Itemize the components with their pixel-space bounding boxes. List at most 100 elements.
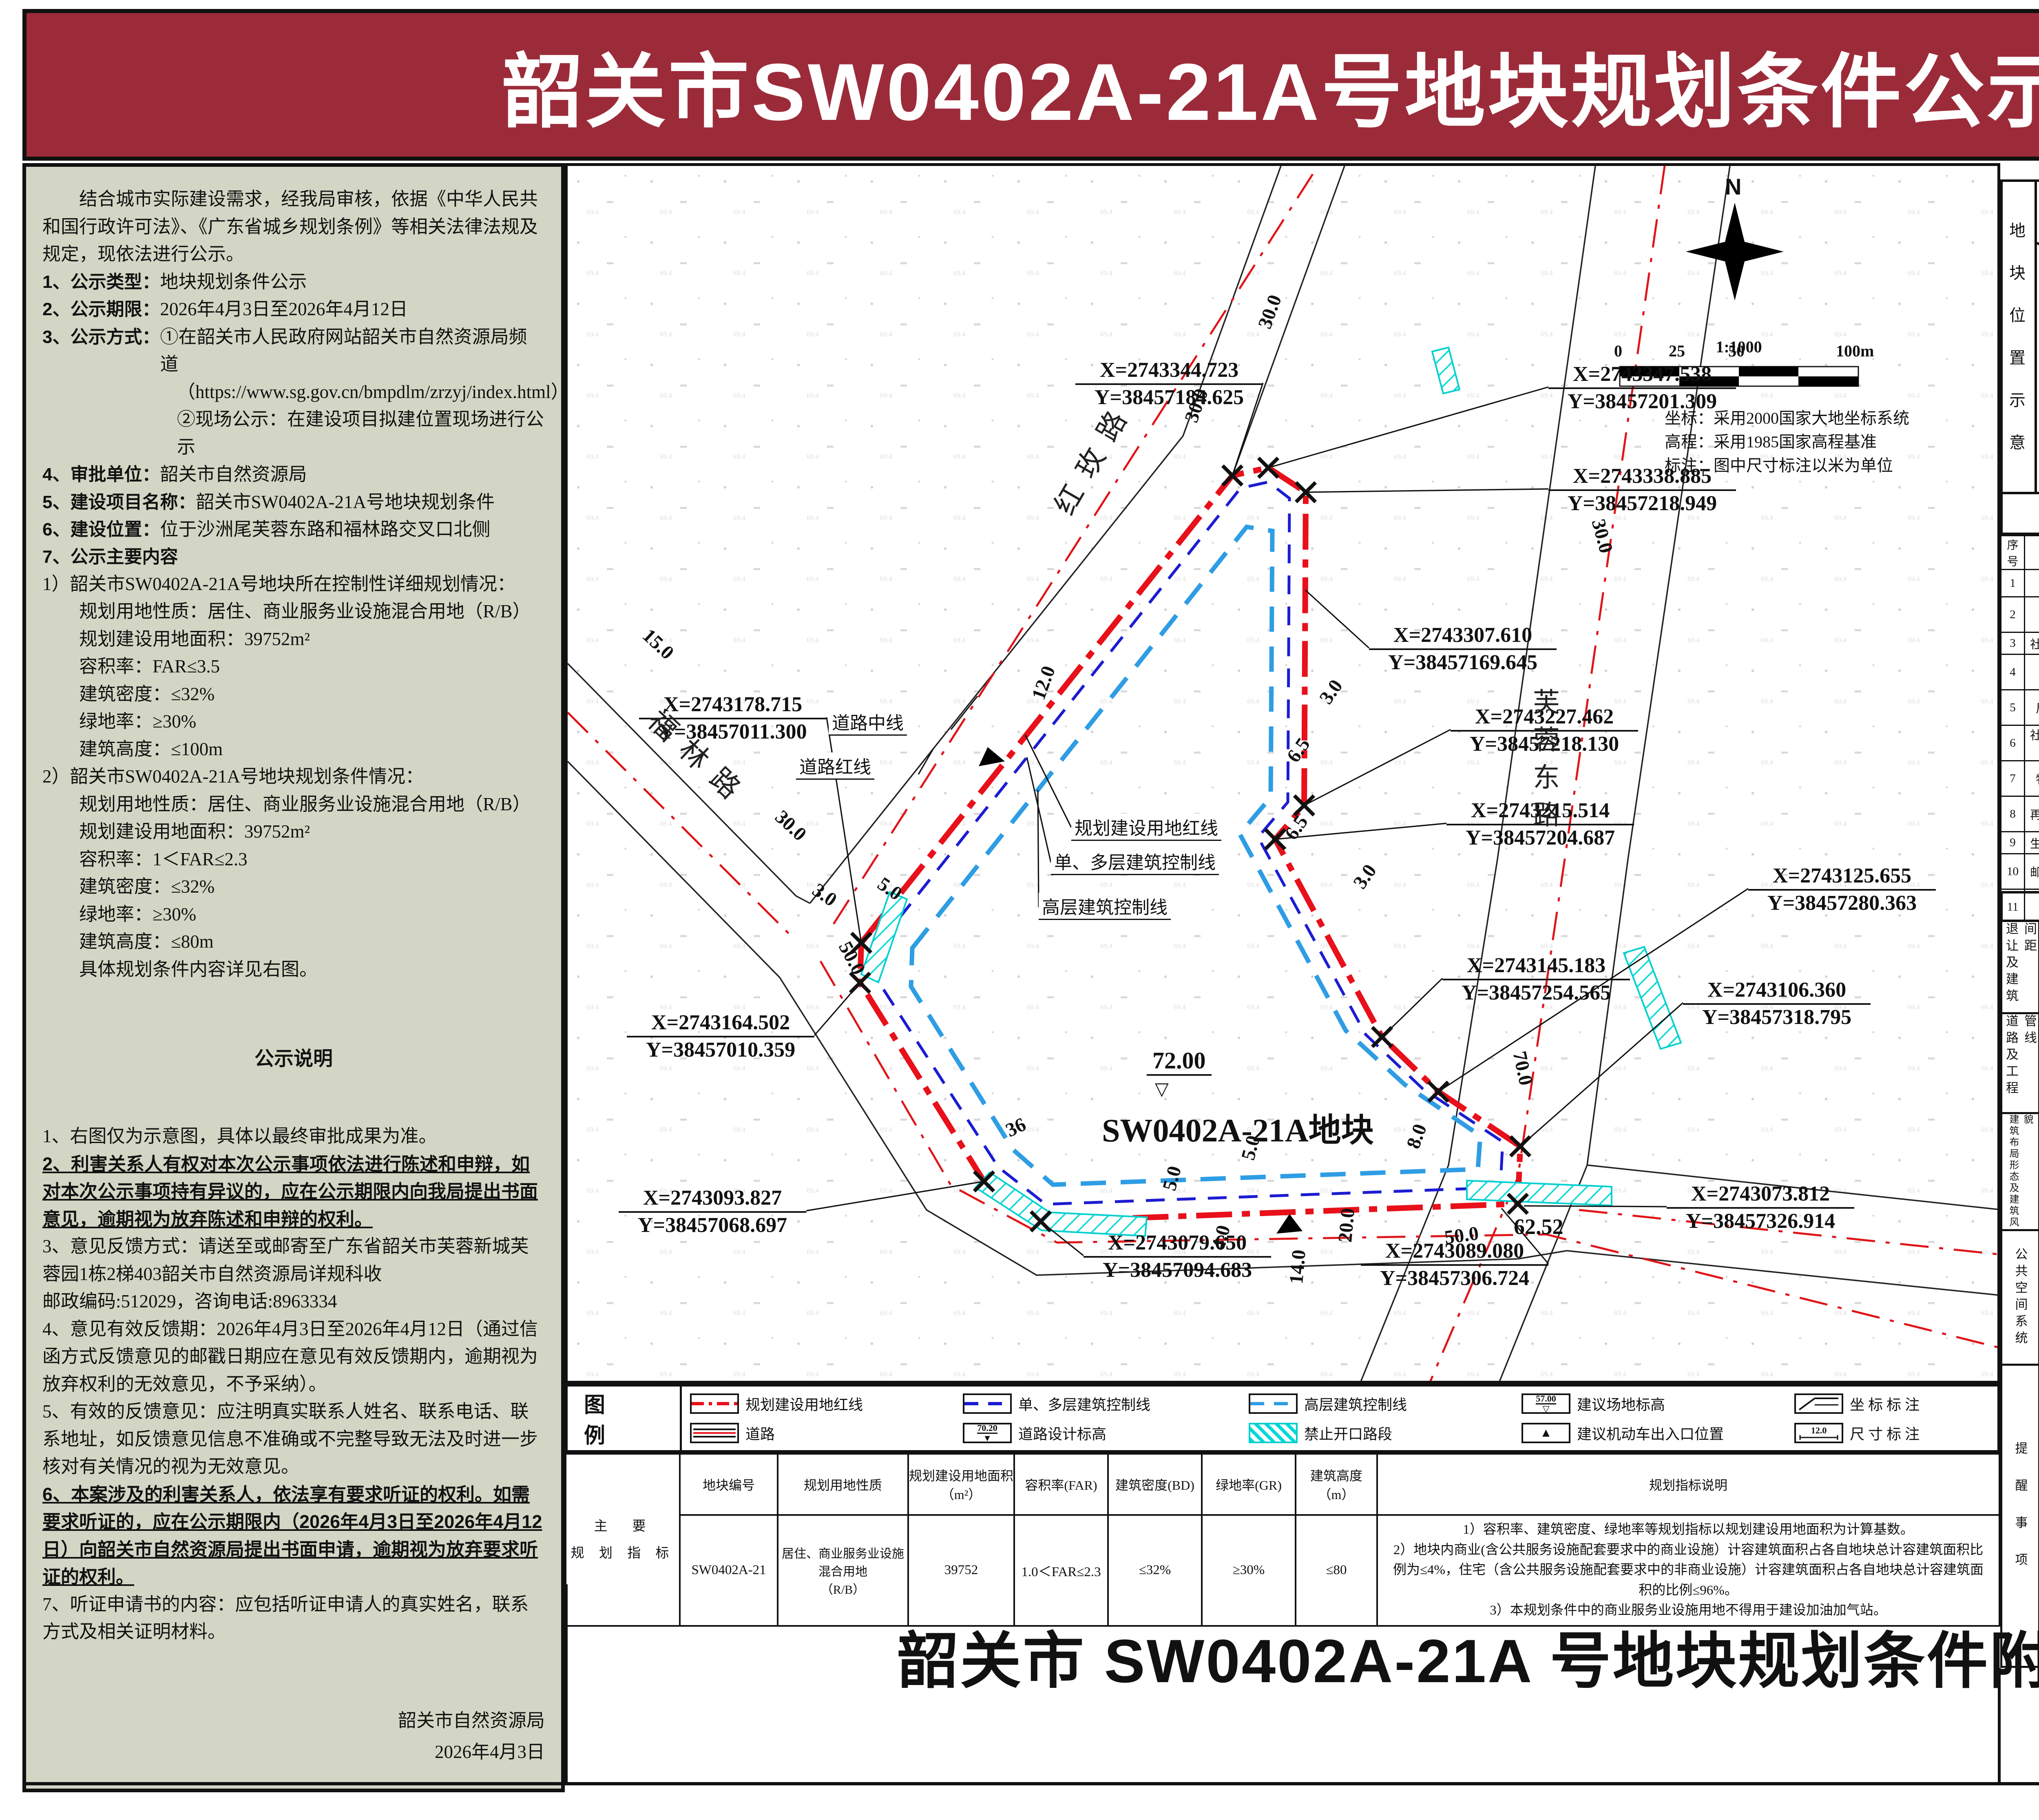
detail-block-2: 2）韶关市SW0402A-21A号地块规划条件情况： 规划用地性质：居住、商业服… bbox=[42, 766, 531, 980]
notice-item: 3、公示方式：①在韶关市人民政府网站韶关市自然资源局频道 bbox=[42, 326, 527, 375]
table-row: 3社区卫生服务站1处≥200 bbox=[2000, 632, 2039, 655]
note-6: 6、本案涉及的利害关系人，依法享有要求听证的权利。如需要求听证的，应在公示期限内… bbox=[42, 1484, 542, 1588]
intro-paragraph: 结合城市实际建设需求，经我局审核，依据《中华人民共和国行政许可法》、《广东省城乡… bbox=[42, 189, 538, 264]
table-row: SW0402A-21 居住、商业服务业设施 混合用地 （R/B） 39752 1… bbox=[566, 1514, 2000, 1627]
table-row: 2文化活动站见备注见备注 bbox=[2000, 596, 2039, 633]
control-row-public-space: 公共空间系统 1）应统筹庭院、街道、公园及小广场等公共空间，形成连续、完整的公共… bbox=[2000, 1231, 2039, 1366]
vehicle-entrance-icon bbox=[1276, 1214, 1303, 1234]
control-row-roads: 道路及工程管线 1）地块内部路网系统应与城市道路交通系统有机衔接，确保交通顺畅和… bbox=[2000, 1014, 2039, 1114]
control-title: 规 划 控 制 要 求 bbox=[2000, 891, 2039, 922]
height-limit: ≤80 bbox=[1295, 1514, 1378, 1627]
col-header: 规划指标说明 bbox=[1376, 1453, 2000, 1516]
dimension-swatch-icon: 12.0 bbox=[1794, 1423, 1844, 1443]
land-use: 居住、商业服务业设施 混合用地 （R/B） bbox=[777, 1514, 909, 1627]
blue-dash-swatch-icon bbox=[963, 1393, 1012, 1414]
parcel-label: SW0402A-21A地块 bbox=[1102, 1113, 1374, 1149]
col-header: 项 目 名 称 bbox=[2024, 535, 2039, 570]
legend-item: 规划建设用地红线 bbox=[690, 1393, 963, 1414]
site-plan-map: 69.4 bbox=[565, 163, 2000, 1384]
sketch-roads bbox=[2037, 242, 2039, 245]
ann-road-redline: 道路红线 bbox=[796, 752, 874, 780]
col-header: 建筑高度（m） bbox=[1295, 1453, 1378, 1516]
notice-item: 2、公示期限：2026年4月3日至2026年4月12日 bbox=[42, 299, 408, 319]
ann-lowrise-line: 单、多层建筑控制线 bbox=[1051, 848, 1219, 875]
notice-item: 6、建设位置：位于沙洲尾芙蓉东路和福林路交叉口北侧 bbox=[42, 519, 491, 540]
low-rise-control-line bbox=[877, 480, 1504, 1206]
bottom-frame-line bbox=[22, 1782, 2039, 1785]
vehicle-entrance-icon bbox=[979, 747, 1005, 766]
col-header: 容积率(FAR) bbox=[1013, 1453, 1109, 1516]
notice-item: 7、公示主要内容 bbox=[42, 546, 178, 567]
notice-item: 5、建设项目名称：韶关市SW0402A-21A号地块规划条件 bbox=[42, 491, 495, 512]
col-header: 地块编号 bbox=[679, 1453, 778, 1516]
attachment-title: 韶关市 SW0402A-21A 号地块规划条件附图 bbox=[897, 1627, 2039, 1695]
legend-item: 禁止开口路段 bbox=[1248, 1422, 1522, 1444]
facilities-title: 配 套 设 施 bbox=[2000, 494, 2039, 535]
legend-label: 图 例 bbox=[568, 1387, 682, 1450]
table-row: 4养老设施见备注见备注 bbox=[2000, 654, 2039, 690]
note-5: 5、有效的反馈意见：应注明真实联系人姓名、联系电话、联系地址，如反馈意见信息不准… bbox=[42, 1401, 538, 1477]
scale-tick-0: 0 bbox=[1614, 342, 1622, 360]
frame-vline bbox=[565, 1584, 568, 1784]
control-row-form: 建筑布局形态及建筑风貌 1）建筑布置应综合考虑日照、通风、采光和城市道路、地形地… bbox=[2000, 1114, 2039, 1231]
ann-highrise-line: 高层建筑控制线 bbox=[1039, 893, 1171, 920]
col-header: 规划用地性质 bbox=[777, 1453, 909, 1516]
legend: 图 例 规划建设用地红线 单、多层建筑控制线 高层建筑控制线 57.00▽ 建议… bbox=[565, 1384, 2000, 1453]
signature: 韶关市自然资源局 bbox=[398, 1710, 545, 1731]
notice-item: （https://www.sg.gov.cn/bmpdlm/zrzyj/inde… bbox=[177, 381, 565, 402]
site-elevation-swatch-icon: 57.00▽ bbox=[1522, 1393, 1571, 1414]
map-notes: 坐标：采用2000国家大地坐标系统 高程：采用1985国家高程基准 标注：图中尺… bbox=[1665, 409, 1909, 475]
elevation-triangle-icon: ▽ bbox=[1155, 1079, 1169, 1099]
note-2: 2、利害关系人有权对本次公示事项依法进行陈述和申辩，如对本次公示事项持有异议的，… bbox=[42, 1153, 538, 1230]
road-elevation-swatch-icon: 70.20▼ bbox=[963, 1423, 1012, 1443]
table-row: 1幼儿园1所(9班)见备注见备注 1、地块内应配建1所9班幼儿园，应独立占地，其… bbox=[2000, 569, 2039, 597]
red-line-swatch-icon bbox=[690, 1393, 739, 1414]
road-edges bbox=[568, 166, 1997, 1381]
ann-road-centerline: 道路中线 bbox=[829, 708, 907, 736]
table-row: 6社区公共服务用房见备注见备注 bbox=[2000, 725, 2039, 761]
col-header: 序号 bbox=[2000, 535, 2025, 570]
note-4: 4、意见有效反馈期：2026年4月3日至2026年4月12日（通过信函方式反馈意… bbox=[42, 1318, 538, 1394]
table-row: 5居民健身设施见备注见备注 bbox=[2000, 689, 2039, 726]
col-header: 绿地率(GR) bbox=[1201, 1453, 1296, 1516]
legend-item: 单、多层建筑控制线 bbox=[963, 1393, 1249, 1414]
legend-item: 坐 标 标 注 bbox=[1794, 1393, 1989, 1414]
page-title: 韶关市SW0402A-21A号地块规划条件公示 bbox=[502, 46, 2039, 137]
supervisor-line: 监制单位：韶关市自然资源局 bbox=[1713, 1788, 2039, 1820]
scale-tick-50: 50 bbox=[1728, 342, 1745, 360]
control-row-reminders: 提醒事项 以下内容属于提醒事项，由相关部门按照各自职能监督实施： 1）项目建设中… bbox=[2000, 1366, 2039, 1668]
legend-item: 70.20▼ 道路设计标高 bbox=[963, 1422, 1249, 1444]
table-row: 7物业管理用房见备注见备注 bbox=[2000, 760, 2039, 797]
scale-tick-100: 100m bbox=[1836, 342, 1874, 360]
no-opening-strips bbox=[860, 346, 1682, 1237]
road-label-furong: 芙蓉东路 bbox=[1529, 688, 1559, 838]
control-row-setback: 退让及建筑间距 1）退让距离应符合图示标注要求，其具体退让距离和建筑间距尚应符合… bbox=[2000, 922, 2039, 1014]
land-area: 39752 bbox=[907, 1514, 1015, 1627]
scale-bar bbox=[1619, 366, 1859, 387]
col-header: 建筑密度(BD) bbox=[1107, 1453, 1203, 1516]
table-row: 10邮件快递送达室见备注见备注 bbox=[2000, 853, 2039, 890]
far-value: 1.0＜FAR≤2.3 bbox=[1013, 1514, 1109, 1627]
ann-parcel-redline: 规划建设用地红线 bbox=[1071, 814, 1221, 841]
note-1: 1、右图仅为示意图，具体以最终审批成果为准。 bbox=[42, 1126, 437, 1146]
notice-item: 4、审批单位：韶关市自然资源局 bbox=[42, 464, 307, 484]
legend-item: 高层建筑控制线 bbox=[1248, 1393, 1522, 1414]
site-elevation: 72.00 bbox=[1147, 1047, 1212, 1076]
table-row: 9生活垃圾收集点见备注 bbox=[2000, 831, 2039, 854]
scale-tick-25: 25 bbox=[1669, 342, 1685, 360]
density-value: ≤32% bbox=[1107, 1514, 1203, 1627]
frame-vline bbox=[1998, 1668, 2001, 1784]
indicators-table: 主 要 规 划 指 标 地块编号 规划用地性质 规划建设用地面积（m²） 容积率… bbox=[565, 1453, 2000, 1627]
parcel-code: SW0402A-21 bbox=[679, 1514, 778, 1627]
entrance-swatch-icon: ▲ bbox=[1522, 1423, 1571, 1443]
